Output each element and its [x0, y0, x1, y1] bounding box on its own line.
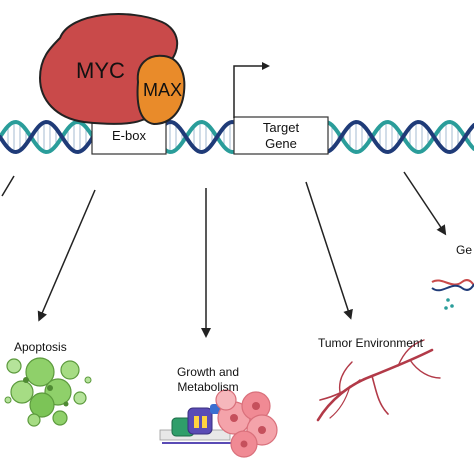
transcription-start-arrow — [233, 65, 262, 118]
max-protein — [136, 54, 186, 126]
gene-strand-icon — [431, 279, 474, 310]
arrow-to-tumor — [305, 181, 353, 320]
max-label: MAX — [143, 80, 183, 100]
tumor-cells-icon — [215, 389, 278, 458]
arrow-to-left — [1, 175, 15, 197]
arrow-to-apoptosis — [37, 189, 96, 322]
blood-vessels-icon — [316, 339, 441, 422]
growth-label-line2: Metabolism — [177, 380, 239, 394]
growth-label-line1: Growth and — [176, 365, 240, 379]
apoptosis-cells-icon — [4, 357, 92, 427]
arrow-to-right — [403, 171, 447, 236]
right-partial-label: Ge — [456, 243, 473, 257]
tumor-environment-label: Tumor Environment — [318, 336, 423, 350]
ebox-box — [91, 119, 167, 155]
myc-label: MYC — [76, 58, 125, 83]
target-gene-label-line1: Target — [262, 120, 300, 135]
target-gene-label-line2: Gene — [265, 136, 297, 151]
apoptosis-label: Apoptosis — [14, 340, 67, 354]
ebox-label: E-box — [112, 128, 146, 143]
target-gene-box — [233, 116, 329, 155]
transcription-arrow-head — [262, 62, 270, 70]
